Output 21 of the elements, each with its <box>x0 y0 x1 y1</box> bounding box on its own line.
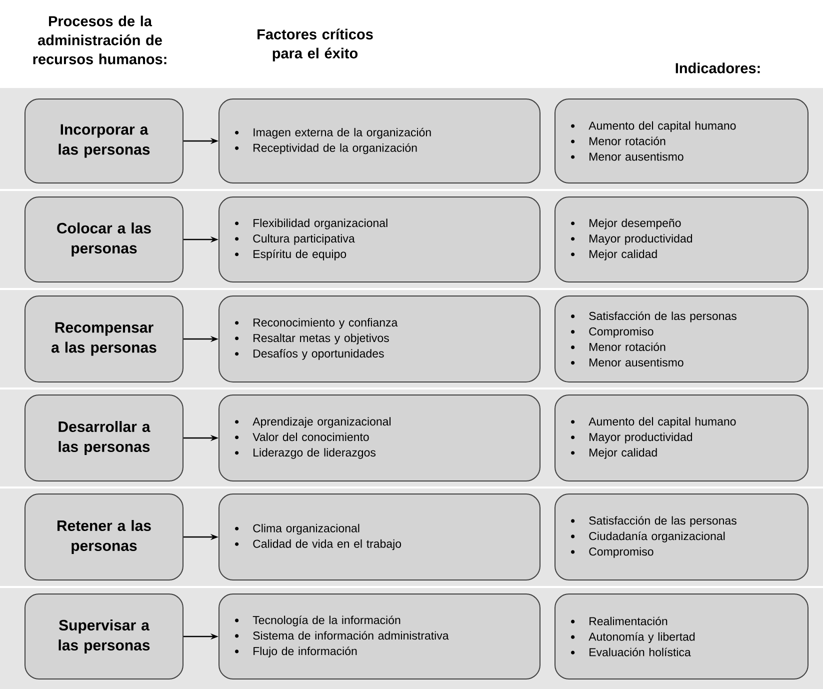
bullet-list-box: Imagen externa de la organización Receptividad de la organización <box>218 98 540 184</box>
bullet-list-box: Satisfacción de las personas Ciudadanía organizacional Compromiso <box>554 494 808 580</box>
column-heading: Indicadores: <box>676 62 760 74</box>
bullet-list-box: Reconocimiento y confianza Resaltar metas y objetivos Desafíos y oportunidades <box>218 296 540 382</box>
process-box: Recompensar a las personas <box>24 296 184 382</box>
process-box: Desarrollar a las personas <box>24 394 184 482</box>
process-box: Colocar a las personas <box>24 196 184 282</box>
process-box: Incorporar a las personas <box>24 98 184 184</box>
column-heading: Procesos de la administración de recursos humanos: <box>33 16 166 64</box>
bullet-list-box: Tecnología de la información Sistema de información administrativa Flujo de información <box>218 594 540 680</box>
column-heading: Factores críticos para el éxito <box>258 28 373 62</box>
bullet-list-box: Aumento del capital humano Menor rotación Menor ausentismo <box>554 98 808 184</box>
bullet-list-box: Aprendizaje organizacional Valor del conocimiento Liderazgo de liderazgos <box>218 394 540 482</box>
process-box: Retener a las personas <box>24 494 184 580</box>
bullet-list-box: Clima organizacional Calidad de vida en el trabajo <box>218 494 540 580</box>
process-box: Supervisar a las personas <box>24 594 184 680</box>
bullet-list-box: Aumento del capital humano Mayor productividad Mejor calidad <box>554 394 808 482</box>
bullet-list-box: Flexibilidad organizacional Cultura participativa Espíritu de equipo <box>218 196 540 282</box>
bullet-list-box: Mejor desempeño Mayor productividad Mejor calidad <box>554 196 808 282</box>
bullet-list-box: Satisfacción de las personas Compromiso Menor rotación Menor ausentismo <box>554 296 808 382</box>
bullet-list-box: Realimentación Autonomía y libertad Evaluación holística <box>554 594 808 680</box>
